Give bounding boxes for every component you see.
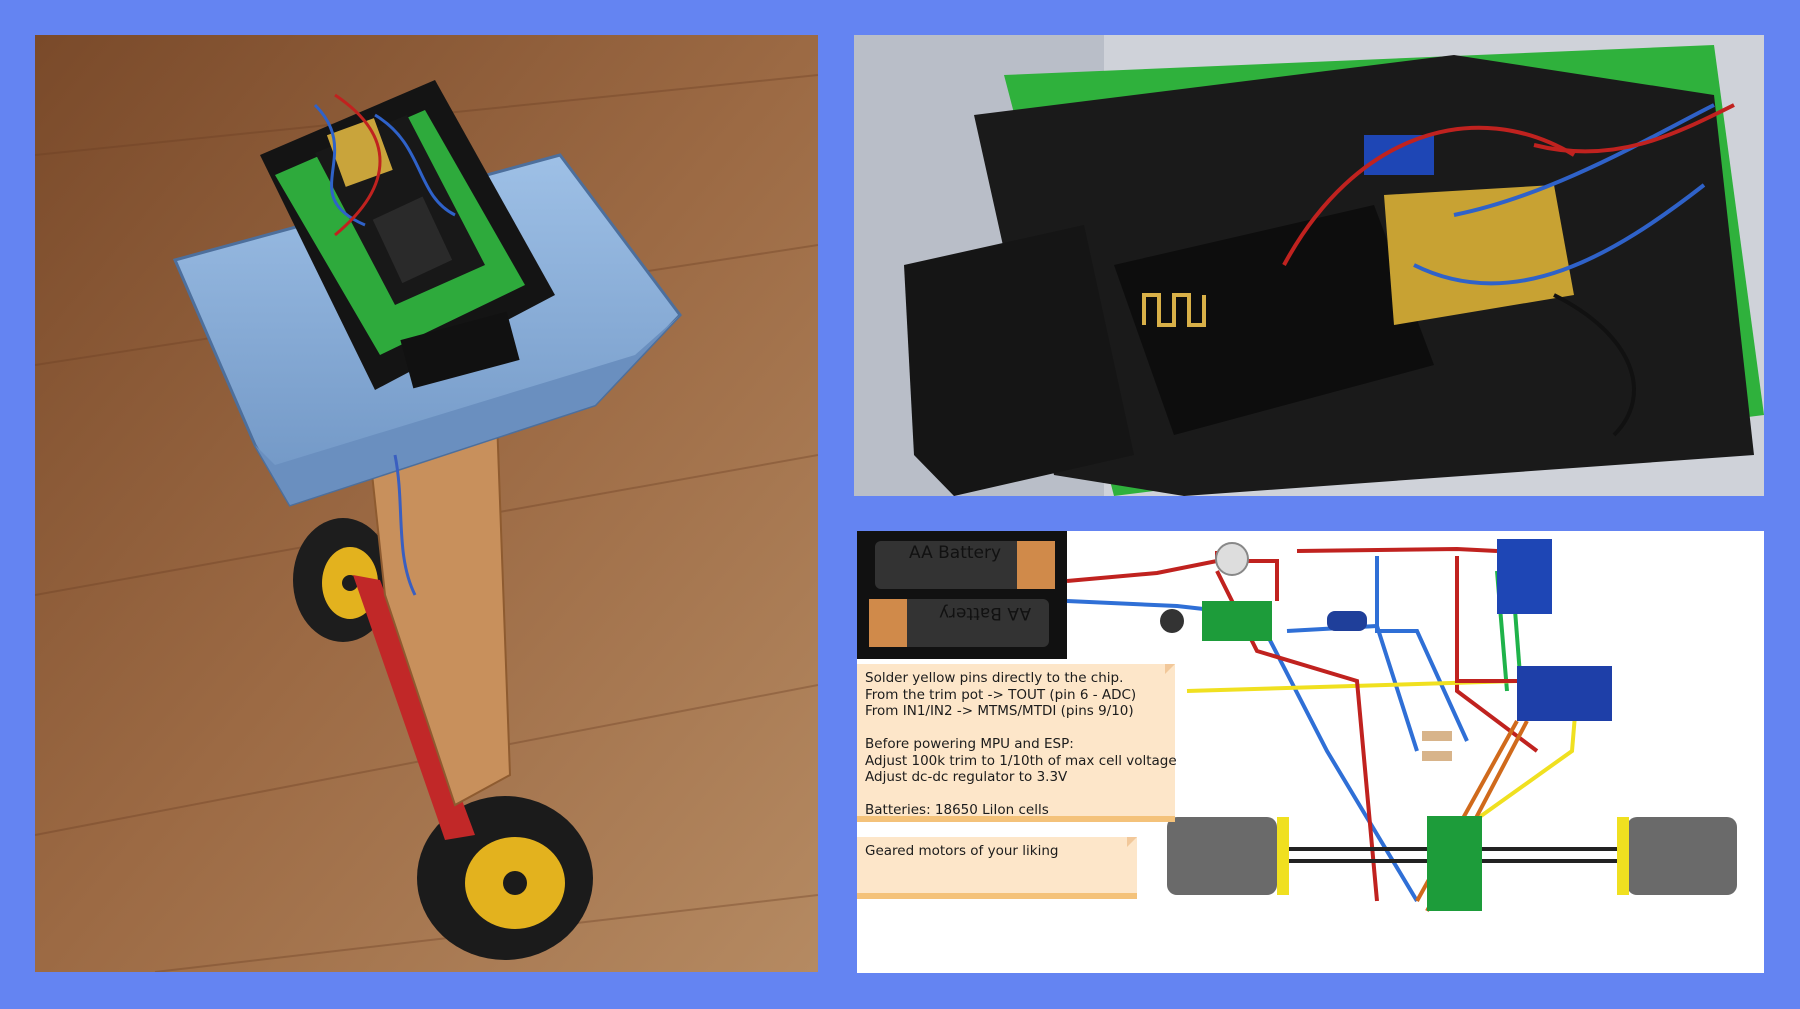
note-line-6: Adjust dc-dc regulator to 3.3V: [865, 769, 1068, 785]
power-switch: [400, 311, 520, 389]
barrel-jack: [1215, 542, 1249, 576]
motor-driver-board: [1427, 816, 1482, 911]
resistor-2: [1422, 751, 1452, 761]
note-line-3: From IN1/IN2 -> MTMS/MTDI (pins 9/10): [865, 703, 1134, 719]
battery-pack: [857, 531, 1067, 659]
note-line-5: Adjust 100k trim to 1/10th of max cell v…: [865, 752, 1177, 769]
dc-dc-regulator: [1202, 601, 1272, 641]
motors-note: Geared motors of your liking: [857, 837, 1137, 893]
resistor-1: [1422, 731, 1452, 741]
instructions-note: Solder yellow pins directly to the chip.…: [857, 664, 1177, 818]
battery-top-label: AA Battery: [909, 543, 1002, 563]
note-line-1: Solder yellow pins directly to the chip.: [865, 670, 1124, 686]
robot-photo: [35, 35, 818, 972]
closeup-photo: [854, 35, 1764, 496]
esp-board: [1114, 205, 1434, 435]
motors-note-text: Geared motors of your liking: [865, 843, 1059, 859]
note-line-7: Batteries: 18650 LiIon cells: [865, 802, 1049, 818]
wiring-schematic: AA Battery AA Battery Solder yellow pins…: [857, 531, 1764, 973]
esp-module: [372, 196, 453, 284]
rocker-switch: [904, 225, 1134, 496]
gold-tape: [1384, 185, 1574, 325]
note-line-4: Before powering MPU and ESP:: [865, 736, 1074, 752]
trim-pot: [1160, 609, 1184, 633]
mpu6050-board: [1497, 539, 1552, 614]
battery-bottom-label: AA Battery: [939, 603, 1032, 623]
right-motor: [1617, 817, 1737, 895]
left-motor: [1167, 817, 1289, 895]
mpu-board: [1364, 135, 1434, 175]
note-line-2: From the trim pot -> TOUT (pin 6 - ADC): [865, 686, 1137, 703]
esp01-module: [1517, 666, 1612, 721]
gold-tape: [326, 118, 393, 187]
capacitor: [1327, 611, 1367, 631]
